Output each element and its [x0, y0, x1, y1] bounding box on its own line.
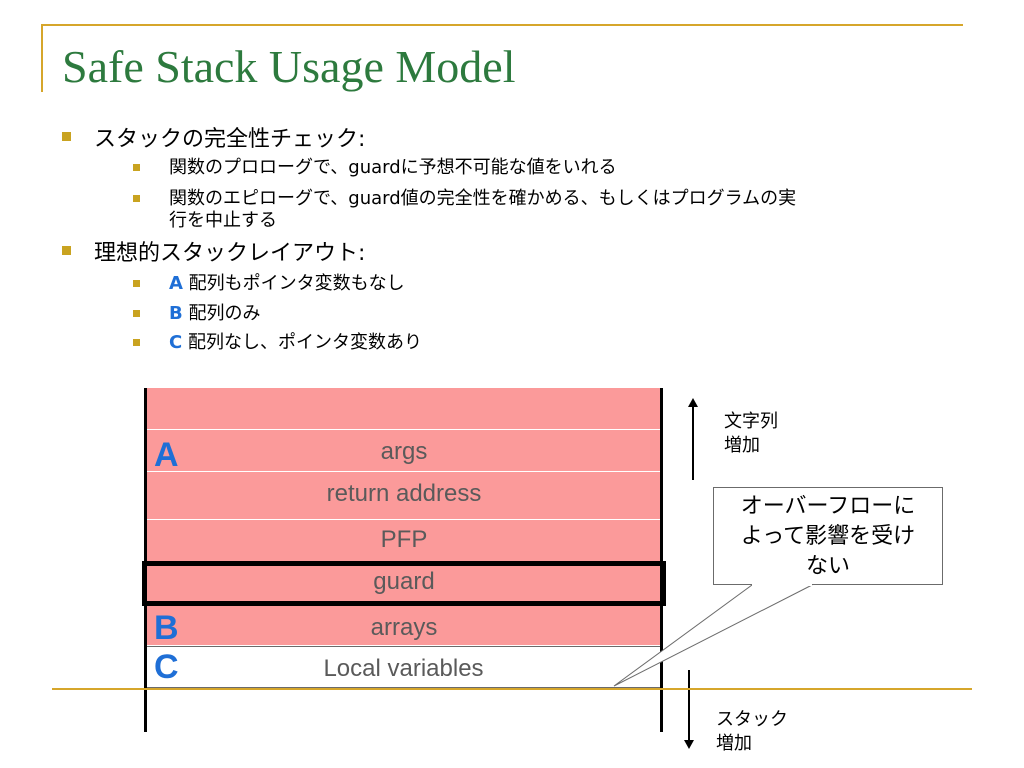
arrow-down-icon: [684, 740, 694, 749]
label-c: C: [169, 332, 183, 353]
top-rule: [41, 24, 963, 26]
callout-line3: ない: [805, 554, 850, 579]
stack-growth-arrow: [688, 670, 690, 740]
bottom-rule: [52, 688, 972, 690]
text-b: 配列のみ: [182, 303, 261, 324]
stack-cell-local-variables: Local variables: [147, 646, 660, 688]
guard-highlight-box: [142, 561, 666, 606]
arrow-up-icon: [688, 398, 698, 407]
stack-label-return-address: return address: [326, 480, 482, 507]
string-growth-line2: 増加: [724, 435, 760, 456]
slide-title: Safe Stack Usage Model: [62, 41, 516, 92]
overflow-callout: オーバーフローに よって影響を受け ない: [713, 487, 943, 585]
text-a: 配列もポインタ変数もなし: [182, 273, 405, 294]
stack-label-local-variables: Local variables: [323, 655, 484, 682]
stack-cell-arrays: arrays: [146, 606, 662, 646]
sub-bullet-square-icon: [133, 339, 140, 346]
string-growth-arrow: [692, 404, 694, 480]
text-c: 配列なし、ポインタ変数あり: [182, 332, 422, 353]
stack-cell-top: [146, 388, 662, 430]
callout-line1: オーバーフローに: [740, 494, 916, 519]
stack-diagram: args return address PFP guard arrays: [146, 388, 662, 688]
stack-growth-line2: 増加: [716, 733, 752, 754]
left-rule: [41, 26, 43, 92]
sub-bullet-b: B 配列のみ: [169, 299, 260, 325]
sub-bullet-c: C 配列なし、ポインタ変数あり: [169, 328, 422, 354]
stack-label-arrays: arrays: [370, 614, 438, 641]
sub-bullet-square-icon: [133, 280, 140, 287]
stack-growth-line1: スタック: [716, 709, 788, 730]
stack-cell-pfp: PFP: [146, 520, 662, 562]
region-letter-b: B: [154, 609, 179, 647]
callout-line2: よって影響を受け: [740, 524, 916, 549]
stack-label-pfp: PFP: [380, 526, 428, 553]
stack-label-args: args: [380, 438, 428, 465]
stack-right-edge: [660, 388, 663, 732]
label-b: B: [169, 303, 183, 324]
region-letter-a: A: [154, 436, 179, 474]
string-growth-line1: 文字列: [724, 411, 778, 432]
sub-bullet-square-icon: [133, 195, 140, 202]
sub-bullet-square-icon: [133, 310, 140, 317]
stack-cell-args: args: [146, 430, 662, 472]
stack-cell-return-address: return address: [146, 472, 662, 520]
bullet-ideal-layout: 理想的スタックレイアウト:: [94, 241, 366, 266]
sub-bullet-square-icon: [133, 164, 140, 171]
sub-bullet-epilogue-line2: 行を中止する: [169, 210, 277, 231]
sub-bullet-epilogue-line1: 関数のエピローグで、guard値の完全性を確かめる、もしくはプログラムの実: [169, 188, 797, 209]
sub-bullet-a: A 配列もポインタ変数もなし: [169, 269, 405, 295]
bullet-square-icon: [62, 132, 71, 141]
stack-cell-guard: guard: [146, 562, 662, 606]
bullet-square-icon: [62, 246, 71, 255]
region-letter-c: C: [154, 648, 179, 686]
stack-left-edge: [144, 388, 147, 732]
bullet-integrity-check: スタックの完全性チェック:: [94, 127, 366, 152]
stack-growth-note: スタック 増加: [716, 708, 788, 756]
string-growth-note: 文字列 増加: [724, 410, 778, 458]
sub-bullet-prologue: 関数のプロローグで、guardに予想不可能な値をいれる: [169, 157, 617, 178]
label-a: A: [169, 273, 183, 294]
stack-label-guard: guard: [373, 568, 435, 595]
